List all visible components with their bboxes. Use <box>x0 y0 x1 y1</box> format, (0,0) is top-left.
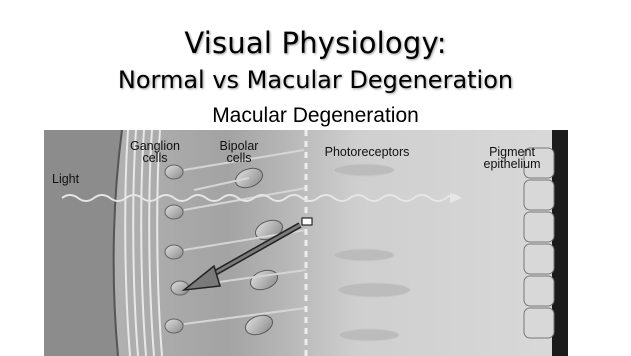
label-photoreceptors: Photoreceptors <box>312 146 422 158</box>
label-bipolar-line2: cells <box>204 152 274 164</box>
retina-diagram: Light Ganglion cells Bipolar cells Photo… <box>44 130 568 356</box>
label-ganglion-line2: cells <box>118 152 192 164</box>
label-light: Light <box>52 173 79 185</box>
slide-title: Visual Physiology: <box>0 26 631 60</box>
figure-caption: Macular Degeneration <box>0 104 631 128</box>
label-pigment: Pigment epithelium <box>472 146 552 170</box>
label-ganglion: Ganglion cells <box>118 140 192 164</box>
vitreous-region <box>44 130 122 356</box>
slide-subtitle: Normal vs Macular Degeneration <box>0 66 631 94</box>
label-pigment-line2: epithelium <box>472 158 552 170</box>
label-bipolar: Bipolar cells <box>204 140 274 164</box>
lesion-marker <box>302 218 312 225</box>
